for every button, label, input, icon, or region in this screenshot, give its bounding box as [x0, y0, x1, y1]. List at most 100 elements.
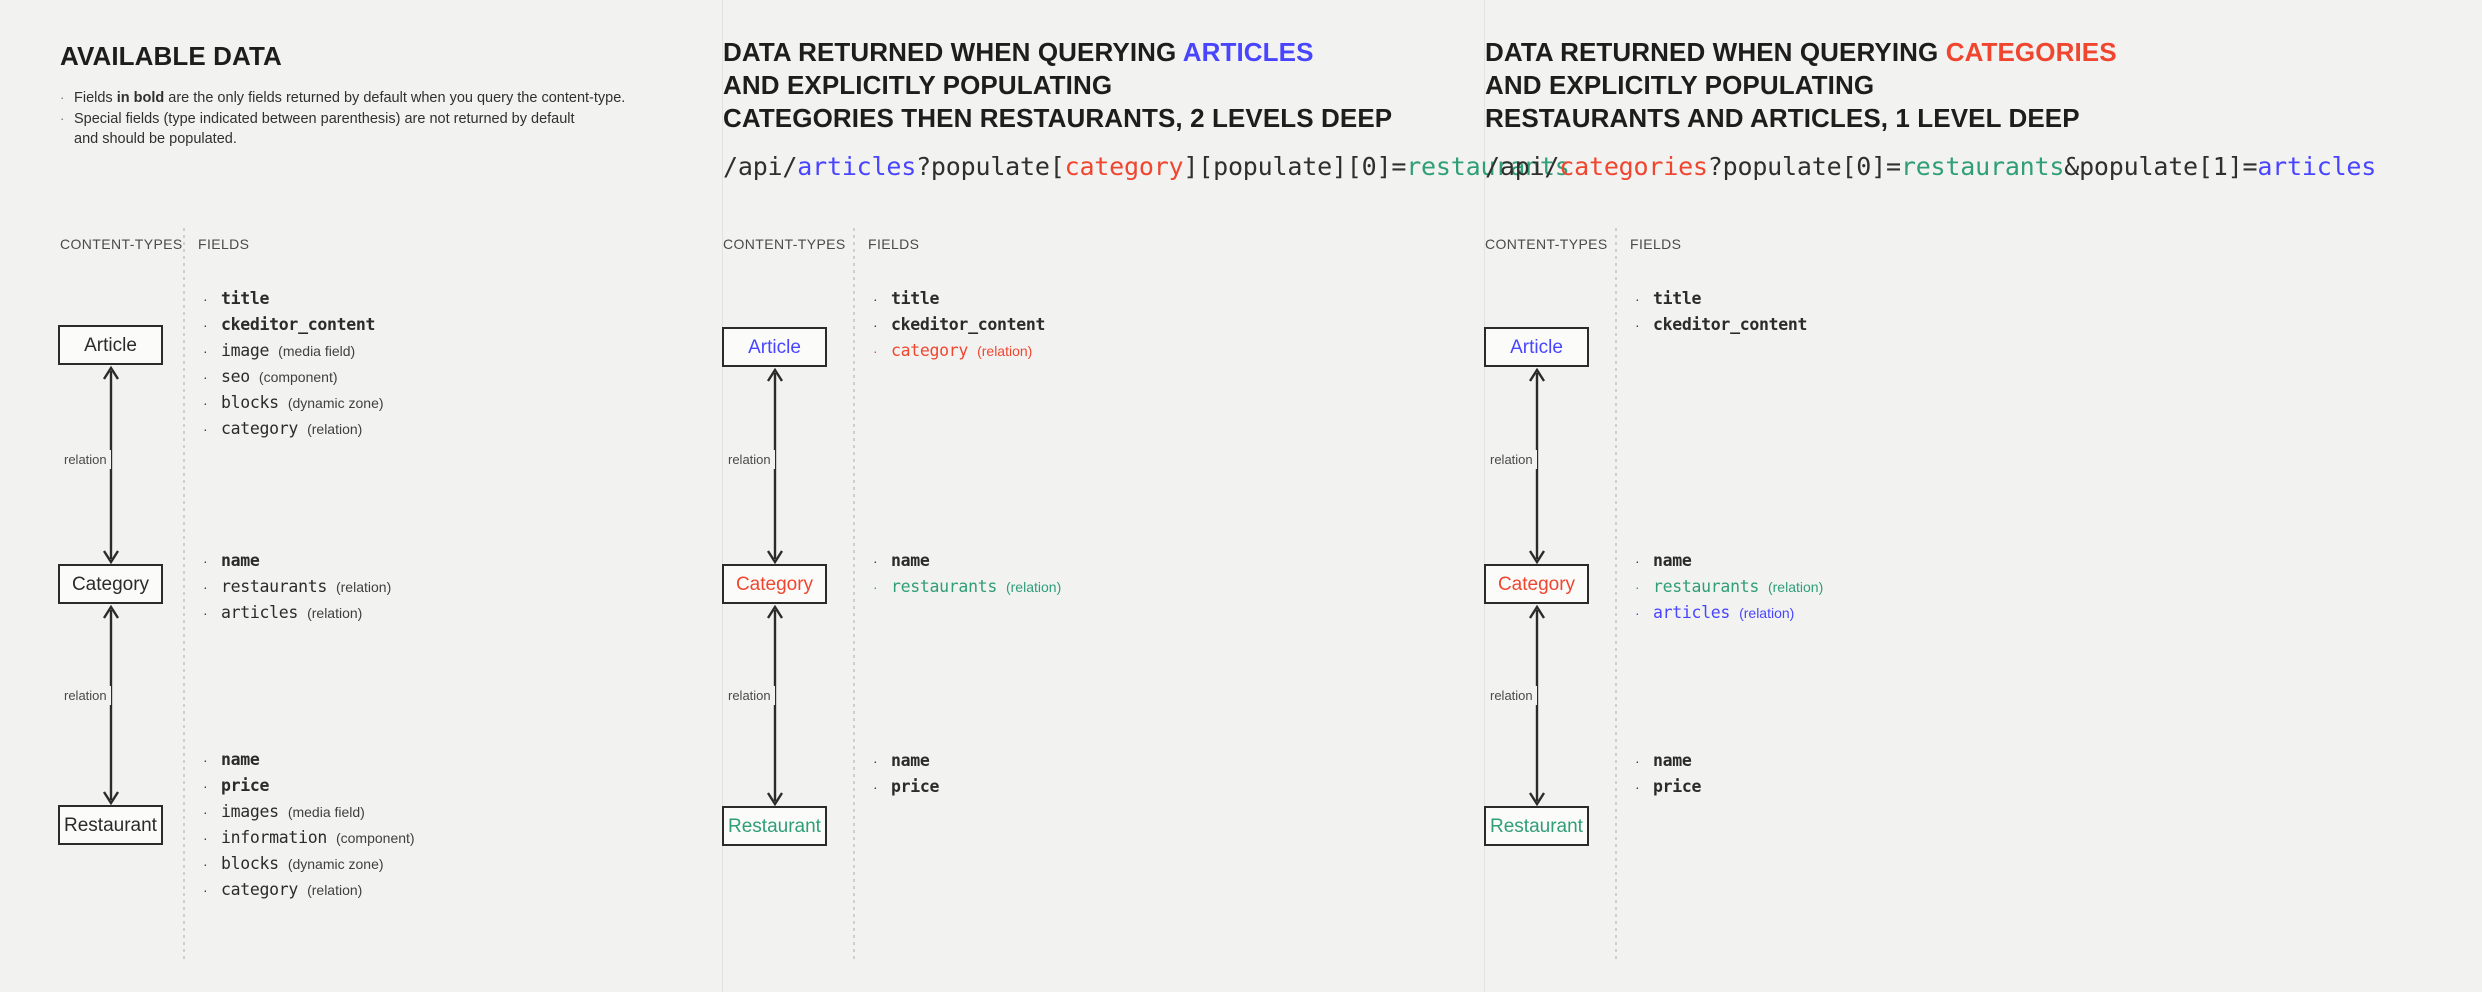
- bullet-icon: ·: [1635, 779, 1640, 795]
- bullet-icon: ·: [873, 579, 878, 595]
- fields-group-article: ·title ·ckeditor_content: [1635, 286, 1816, 338]
- node-article[interactable]: Article: [58, 325, 163, 365]
- field-row: ·image(media field): [203, 338, 384, 364]
- node-label: Article: [1510, 336, 1563, 358]
- bullet-icon: ·: [203, 778, 208, 794]
- field-row: ·blocks(dynamic zone): [203, 390, 384, 416]
- column-header-content-types: CONTENT-TYPES: [60, 236, 183, 252]
- note-text: Fields in bold are the only fields retur…: [74, 90, 626, 106]
- relation-label: relation: [60, 686, 111, 705]
- fields-group-restaurant: ·name ·price: [873, 748, 948, 800]
- field-row: ·title: [873, 286, 1054, 312]
- column-dotted-divider: [183, 228, 185, 963]
- bullet-icon: ·: [1635, 291, 1640, 307]
- highlight-categories: CATEGORIES: [1945, 37, 2117, 67]
- node-article[interactable]: Article: [722, 327, 827, 367]
- bullet-icon: ·: [203, 830, 208, 846]
- bullet-icon: ·: [203, 317, 208, 333]
- field-row: ·category(relation): [203, 416, 384, 442]
- relation-label: relation: [724, 450, 775, 469]
- bullet-icon: ·: [203, 752, 208, 768]
- field-row: ·ckeditor_content: [1635, 312, 1816, 338]
- note-text: Special fields (type indicated between p…: [74, 111, 575, 147]
- fields-group-article: ·title ·ckeditor_content ·image(media fi…: [203, 286, 384, 442]
- field-row: ·price: [873, 774, 948, 800]
- field-row: ·restaurants(relation): [203, 574, 391, 600]
- panel-available-data: AVAILABLE DATA · Fields in bold are the …: [0, 0, 722, 992]
- field-row: ·category(relation): [873, 338, 1054, 364]
- relation-label: relation: [60, 450, 111, 469]
- fields-group-restaurant: ·name ·price ·images(media field) ·infor…: [203, 747, 415, 903]
- note-item: · Fields in bold are the only fields ret…: [60, 88, 660, 108]
- relation-arrow-article-category: [100, 365, 122, 565]
- relation-arrow-category-restaurant: [1526, 604, 1548, 807]
- node-category[interactable]: Category: [58, 564, 163, 604]
- panel-title-available-data: AVAILABLE DATA: [60, 40, 282, 73]
- relation-label: relation: [1486, 686, 1537, 705]
- field-row: ·ckeditor_content: [203, 312, 384, 338]
- relation-arrow-article-category: [1526, 367, 1548, 565]
- api-token: ][populate][0]=: [1183, 152, 1407, 181]
- api-url-articles[interactable]: /api/articles?populate[category][populat…: [723, 152, 1570, 182]
- column-header-content-types: CONTENT-TYPES: [1485, 236, 1608, 252]
- api-token: /api/: [723, 152, 798, 181]
- field-row: ·name: [873, 548, 1061, 574]
- node-restaurant[interactable]: Restaurant: [58, 805, 163, 845]
- field-row: ·articles(relation): [203, 600, 391, 626]
- field-row: ·name: [203, 548, 391, 574]
- node-category[interactable]: Category: [1484, 564, 1589, 604]
- bullet-icon: ·: [873, 779, 878, 795]
- column-dotted-divider: [853, 228, 855, 963]
- fields-group-category: ·name ·restaurants(relation): [873, 548, 1061, 600]
- bullet-icon: ·: [1635, 605, 1640, 621]
- field-row: ·category(relation): [203, 877, 415, 903]
- node-label: Article: [84, 334, 137, 356]
- bullet-icon: ·: [203, 605, 208, 621]
- api-token: ?populate[: [916, 152, 1065, 181]
- column-header-fields: FIELDS: [198, 236, 250, 252]
- bullet-icon: ·: [203, 343, 208, 359]
- bullet-icon: ·: [873, 343, 878, 359]
- note-item: · Special fields (type indicated between…: [60, 109, 660, 149]
- column-header-fields: FIELDS: [868, 236, 920, 252]
- field-row: ·ckeditor_content: [873, 312, 1054, 338]
- relation-label: relation: [724, 686, 775, 705]
- node-label: Category: [735, 573, 814, 595]
- node-label: Restaurant: [1490, 815, 1583, 837]
- field-row: ·price: [203, 773, 415, 799]
- panel-title-query-categories: DATA RETURNED WHEN QUERYING CATEGORIES A…: [1485, 36, 2117, 135]
- column-header-fields: FIELDS: [1630, 236, 1682, 252]
- field-row: ·name: [873, 748, 948, 774]
- api-token: /api/: [1485, 152, 1560, 181]
- relation-label: relation: [1486, 450, 1537, 469]
- node-article[interactable]: Article: [1484, 327, 1589, 367]
- bullet-icon: ·: [203, 553, 208, 569]
- api-token: ?populate[0]=: [1707, 152, 1901, 181]
- field-row: ·images(media field): [203, 799, 415, 825]
- bullet-icon: ·: [203, 882, 208, 898]
- node-label: Category: [71, 573, 150, 595]
- field-row: ·name: [1635, 548, 1823, 574]
- node-restaurant[interactable]: Restaurant: [722, 806, 827, 846]
- bullet-icon: ·: [1635, 753, 1640, 769]
- bullet-icon: ·: [873, 291, 878, 307]
- relation-arrow-article-category: [764, 367, 786, 565]
- api-url-categories[interactable]: /api/categories?populate[0]=restaurants&…: [1485, 152, 2376, 182]
- node-restaurant[interactable]: Restaurant: [1484, 806, 1589, 846]
- api-token-restaurants: restaurants: [1900, 152, 2065, 181]
- fields-group-article: ·title ·ckeditor_content ·category(relat…: [873, 286, 1054, 364]
- bullet-icon: ·: [1635, 553, 1640, 569]
- panel-title-line-2: AND EXPLICITLY POPULATING: [1485, 70, 1875, 100]
- bullet-icon: ·: [203, 579, 208, 595]
- bullet-icon: ·: [203, 291, 208, 307]
- panel-title-text: AVAILABLE DATA: [60, 41, 282, 71]
- panel-query-articles: DATA RETURNED WHEN QUERYING ARTICLES AND…: [722, 0, 1570, 992]
- bullet-icon: ·: [203, 856, 208, 872]
- field-row: ·price: [1635, 774, 1710, 800]
- panel-divider-2: [1484, 0, 1485, 992]
- node-category[interactable]: Category: [722, 564, 827, 604]
- bullet-icon: ·: [203, 421, 208, 437]
- relation-arrow-category-restaurant: [100, 604, 122, 806]
- bullet-icon: ·: [873, 553, 878, 569]
- node-label: Restaurant: [64, 814, 157, 836]
